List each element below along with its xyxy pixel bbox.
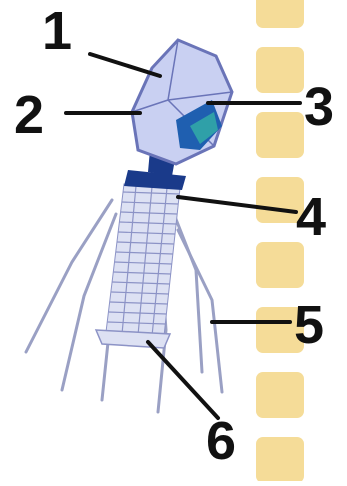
sheath-edge [137, 186, 153, 336]
dna-ladder-rung [256, 372, 304, 418]
sheath-ring [117, 241, 174, 245]
sheath-ring [108, 311, 167, 315]
sheath-ring [113, 271, 171, 275]
tail-fiber [60, 212, 118, 392]
label-3: 3 [304, 77, 335, 137]
pointer-line-4 [176, 195, 298, 214]
tail-fiber [24, 198, 114, 354]
label-6: 6 [206, 411, 237, 471]
pointer-line-6 [146, 340, 220, 420]
label-2: 2 [14, 85, 45, 145]
pointer-lines [64, 52, 302, 420]
capsid-dna-highlight [190, 112, 218, 144]
sheath-ring [118, 231, 175, 235]
label-1: 1 [42, 1, 73, 61]
dna-ladder-rung [256, 0, 304, 28]
label-4: 4 [296, 187, 327, 247]
dna-ladder-rung [256, 112, 304, 158]
label-5: 5 [294, 295, 325, 355]
tail-sheath [105, 183, 181, 337]
sheath-ring [114, 261, 172, 265]
dna-ladder-rung [256, 307, 304, 353]
sheath-ring [115, 251, 173, 255]
sheath-ring [110, 301, 168, 305]
tail-fiber [176, 228, 224, 394]
sheath-edge [121, 185, 137, 335]
pointer-line-1 [88, 52, 162, 78]
capsid-head [130, 38, 234, 166]
dna-ladder [256, 0, 304, 483]
dna-ladder-rung [256, 437, 304, 483]
sheath-edge [151, 187, 168, 337]
dna-ladder-rung [256, 242, 304, 288]
sheath-rings [106, 191, 180, 335]
sheath-ring [112, 281, 170, 285]
dna-ladder-rung [256, 47, 304, 93]
sheath-ring [119, 221, 177, 225]
sheath-ring [111, 291, 169, 295]
sheath-ring [107, 321, 166, 325]
sheath-ring [120, 211, 178, 215]
